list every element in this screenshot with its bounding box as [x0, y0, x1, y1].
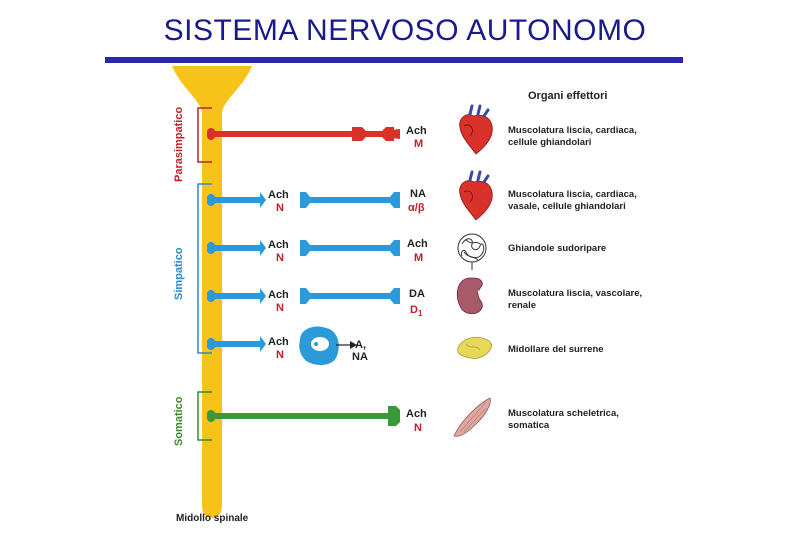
post-receptor-simp-3: D1	[410, 304, 423, 318]
post-receptor-simp-1: α/β	[408, 202, 425, 214]
pre-receptor-simp-2: N	[276, 252, 284, 264]
organ-text-simp-3-1: Muscolatura liscia, vascolare,	[508, 288, 642, 299]
post-label-simp-2: Ach	[407, 238, 428, 250]
adrenal-release-na: NA	[352, 351, 368, 363]
title-underline	[105, 57, 683, 63]
neuron-simpatico-4	[207, 336, 266, 352]
neuron-simpatico-3	[207, 288, 400, 304]
post-receptor-simp-2: M	[414, 252, 423, 264]
chromaffin-cell-icon	[299, 326, 357, 365]
adrenal-release-a: A,	[355, 339, 366, 351]
organ-text-simp-1-2: vasale, cellule ghiandolari	[508, 201, 626, 212]
organ-text-soma-1: Muscolatura scheletrica,	[508, 408, 619, 419]
skeletal-muscle-icon	[453, 397, 491, 437]
heart-icon	[459, 170, 493, 221]
post-receptor-para: M	[414, 138, 423, 150]
pre-label-simp-1: Ach	[268, 189, 289, 201]
organ-text-simp-3-2: renale	[508, 300, 536, 311]
sweat-gland-icon	[457, 233, 487, 270]
bracket-parasimpatico	[197, 107, 212, 163]
bracket-somatico	[197, 391, 212, 441]
pre-receptor-simp-1: N	[276, 202, 284, 214]
pre-receptor-simp-4: N	[276, 349, 284, 361]
pre-label-simp-4: Ach	[268, 336, 289, 348]
side-label-simpatico: Simpatico	[173, 247, 185, 300]
post-label-soma: Ach	[406, 408, 427, 420]
adrenal-gland-icon	[457, 336, 492, 359]
organ-text-simp-4: Midollare del surrene	[508, 344, 604, 355]
page-title: SISTEMA NERVOSO AUTONOMO	[163, 14, 647, 47]
organ-text-simp-2: Ghiandole sudoripare	[508, 243, 606, 254]
neuron-simpatico-2	[207, 240, 400, 256]
heart-icon	[459, 104, 493, 155]
organi-effettori-header: Organi effettori	[528, 90, 607, 102]
organ-text-simp-1-1: Muscolatura liscia, cardiaca,	[508, 189, 637, 200]
bracket-simpatico	[197, 183, 212, 354]
pre-receptor-simp-3: N	[276, 302, 284, 314]
neuron-parasimpatico	[207, 127, 400, 141]
organ-text-para-1: Muscolatura liscia, cardiaca,	[508, 125, 637, 136]
side-label-parasimpatico: Parasimpatico	[173, 107, 185, 182]
post-label-simp-1: NA	[410, 188, 426, 200]
kidney-icon	[456, 277, 488, 315]
neuron-somatico	[207, 406, 400, 426]
organ-text-para-2: cellule ghiandolari	[508, 137, 591, 148]
organ-text-soma-2: somatica	[508, 420, 550, 431]
pre-label-simp-2: Ach	[268, 239, 289, 251]
pre-label-simp-3: Ach	[268, 289, 289, 301]
side-label-somatico: Somatico	[173, 396, 185, 446]
neuron-simpatico-1	[207, 192, 400, 208]
spinal-cord-label: Midollo spinale	[176, 513, 249, 524]
post-receptor-soma: N	[414, 422, 422, 434]
post-label-simp-3: DA	[409, 288, 425, 300]
post-label-para: Ach	[406, 125, 427, 137]
